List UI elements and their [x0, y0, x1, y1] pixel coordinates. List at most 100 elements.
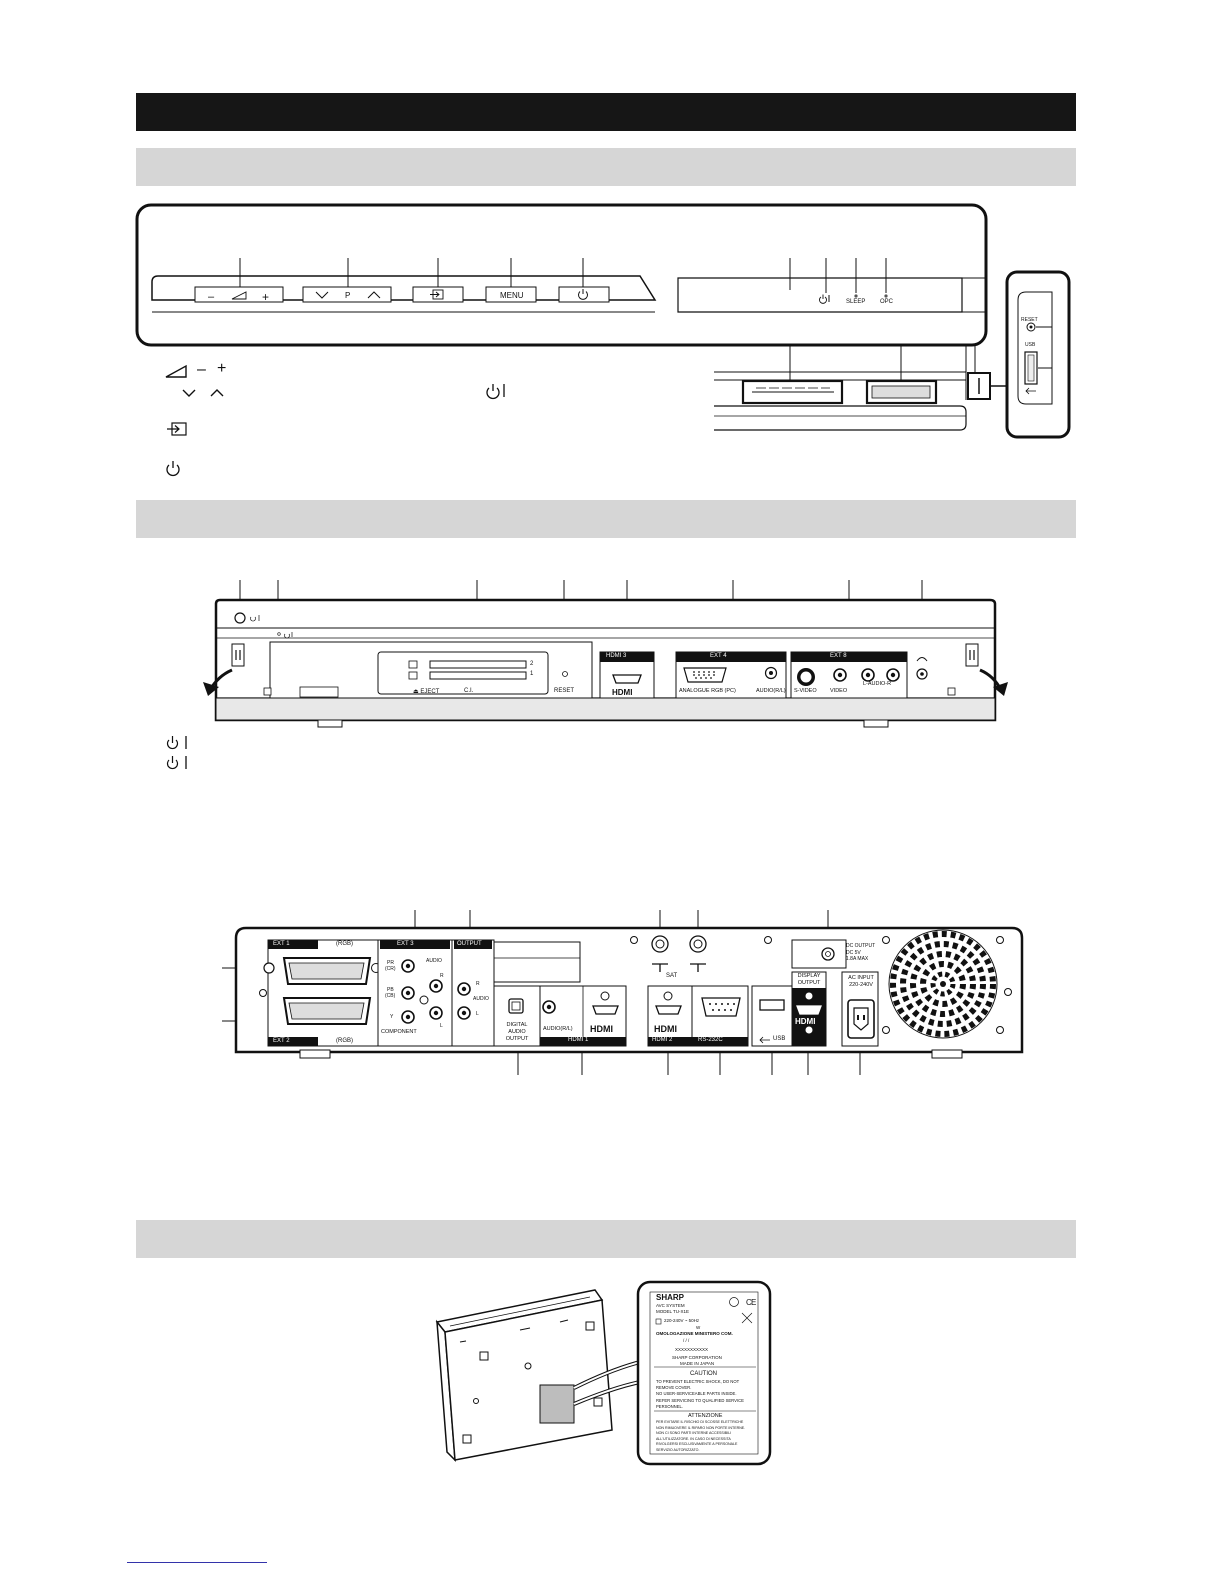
digital-audio-line-1: DIGITAL [506, 1022, 528, 1028]
caution-line-2: REMOVE COVER. [656, 1385, 692, 1391]
section-bar-avc-front [136, 500, 1076, 538]
menu-button-label: MENU [500, 291, 524, 300]
attention-line-2: NON RIMUOVERE IL RIPARO NON PORTE INTERN… [656, 1425, 746, 1430]
label-brand: SHARP [656, 1293, 685, 1302]
label-attention-title: ATTENZIONE [688, 1413, 723, 1419]
laudio-r-label: L-AUDIO-R [863, 681, 892, 687]
label-model: MODEL TU-X1E [656, 1309, 690, 1314]
front-reset-label: RESET [554, 688, 575, 694]
ac-input-label: AC INPUT 220-240V [843, 975, 879, 989]
tv-front-panel-illustration [135, 203, 1071, 477]
output-label: OUTPUT [457, 941, 482, 947]
hdmi1-audio-label: AUDIO(R/L) [543, 1026, 573, 1032]
digital-audio-line-2: AUDIO [508, 1029, 526, 1035]
ext1-rgb-label: (RGB) [336, 941, 353, 947]
ext3-label: EXT 3 [397, 941, 414, 947]
video-label: VIDEO [830, 688, 848, 694]
analogue-rgb-label: ANALOGUE RGB (PC) [679, 688, 736, 694]
label-caution-text: TO PREVENT ELECTRIC SHOCK, DO NOT REMOVE… [656, 1379, 744, 1410]
label-attention-text: PER EVITARE IL RISCHIO DI SCOSSE ELETTRI… [656, 1420, 745, 1454]
channel-letter-label: P [345, 291, 351, 300]
volume-minus-label: – [208, 291, 215, 303]
component-pb-label: PB [387, 987, 394, 993]
display-output-line-2: OUTPUT [797, 980, 821, 986]
attention-line-1: PER EVITARE IL RISCHIO DI SCOSSE ELETTRI… [656, 1420, 744, 1424]
attention-line-3: NON CI SONO PARTI INTERNE ACCESSIBILI [656, 1431, 732, 1436]
ext2-rgb-label: (RGB) [336, 1038, 353, 1044]
digital-audio-output-label: DIGITAL AUDIO OUTPUT [500, 1022, 534, 1043]
label-serial: XXXXXXXXXXX [675, 1347, 709, 1352]
ext3-audio-l-label: L [440, 1023, 443, 1029]
ext8-label: EXT 8 [830, 653, 847, 659]
side-reset-label: RESET [1021, 317, 1038, 323]
legend-vol-plus: + [217, 360, 227, 377]
ci-slot-1-label: 1 [530, 671, 534, 677]
ext4-label: EXT 4 [710, 653, 727, 659]
section-bar-rating-label [136, 1220, 1076, 1258]
display-hdmi-logo-text: HDMI [795, 1017, 816, 1026]
rating-label-illustration: C E [435, 1280, 772, 1466]
hdmi2-logo-text: HDMI [654, 1024, 677, 1034]
component-pb-cb-label: (CB) [385, 993, 396, 999]
label-power-spec: 220-240V ~ 50Hz [664, 1318, 700, 1323]
dc-output-line-3: 1.8A MAX [846, 956, 869, 962]
ext4-audio-label: AUDIO(R/L) [756, 688, 786, 694]
legend-vol-minus: – [197, 361, 206, 378]
display-output-line-1: DISPLAY [797, 973, 821, 979]
label-made-in: MADE IN JAPAN [680, 1361, 715, 1366]
output-l-label: L [476, 1011, 479, 1017]
rear-usb-label: USB [773, 1036, 786, 1042]
ext3-audio-r-label: R [440, 973, 444, 979]
opc-indicator-label: OPC [880, 299, 894, 305]
attention-line-5: RIVOLGERSI ESCLUSIVAMENTE A PERSONALE [656, 1442, 738, 1447]
ci-slot-2-label: 2 [530, 661, 534, 667]
hdmi2-label: HDMI 2 [652, 1037, 673, 1043]
ci-eject-label: ⏏ EJECT [413, 689, 440, 695]
output-r-label: R [476, 981, 480, 987]
caution-line-5: PERSONNEL. [656, 1403, 683, 1409]
side-usb-label: USB [1025, 342, 1036, 348]
sleep-indicator-label: SLEEP [846, 299, 866, 305]
svg-text:C: C [746, 1298, 752, 1307]
ci-label: C.I. [464, 688, 474, 694]
ac-input-line-2: 220-240V [849, 982, 873, 988]
ext3-audio-label: AUDIO [426, 958, 442, 964]
dc-output-label: DC OUTPUT DC 5V 1.8A MAX [846, 943, 875, 963]
attention-line-6: SERVIZIO AUTORIZZATO. [656, 1447, 700, 1452]
svideo-label: S-VIDEO [794, 688, 817, 694]
caution-line-1: TO PREVENT ELECTRIC SHOCK, DO NOT [656, 1379, 740, 1384]
component-label: COMPONENT [381, 1029, 417, 1035]
hdmi1-logo-text: HDMI [590, 1024, 613, 1034]
attention-line-4: ALL'UTILIZZATORE. IN CASO DI NECESSITA [656, 1436, 731, 1441]
svg-text:E: E [751, 1298, 756, 1307]
digital-audio-line-3: OUTPUT [505, 1036, 529, 1042]
avc-front-illustration [166, 580, 1008, 770]
ext2-label: EXT 2 [273, 1038, 290, 1044]
sat-label: SAT [666, 973, 678, 979]
section-bar-tv-front [136, 148, 1076, 186]
component-y-label: Y [390, 1014, 394, 1020]
caution-line-4: REFER SERVICING TO QUALIFIED SERVICE [656, 1397, 744, 1403]
output-audio-label: AUDIO [473, 996, 489, 1002]
label-approval: OMOLOGAZIONE MINISTERO COM. [656, 1331, 733, 1336]
rs232c-label: RS-232C [698, 1037, 723, 1043]
display-output-label: DISPLAY OUTPUT [793, 973, 825, 987]
dc-output-line-2: DC 5V [846, 949, 861, 956]
label-caution-title: CAUTION [690, 1371, 717, 1377]
component-pr-label: PR [387, 960, 394, 966]
footer-rule [127, 1562, 267, 1563]
title-bar [136, 93, 1076, 131]
dc-output-line-1: DC OUTPUT [846, 943, 876, 949]
hdmi3-logo-text: HDMI [612, 688, 633, 697]
label-corporation: SHARP CORPORATION [672, 1355, 722, 1360]
label-watt: W [696, 1325, 701, 1330]
component-pr-cr-label: (CR) [385, 966, 396, 972]
avc-rear-illustration [222, 910, 1024, 1075]
ext1-label: EXT 1 [273, 941, 290, 947]
caution-line-3: NO USER-SERVICEABLE PARTS INSIDE. [656, 1391, 737, 1397]
hdmi3-label: HDMI 3 [606, 653, 627, 659]
label-avc-system: AVC SYSTEM [656, 1303, 685, 1308]
label-approval-number: / / / [683, 1338, 690, 1343]
ac-input-line-1: AC INPUT [848, 975, 874, 981]
volume-plus-label: + [262, 290, 270, 304]
